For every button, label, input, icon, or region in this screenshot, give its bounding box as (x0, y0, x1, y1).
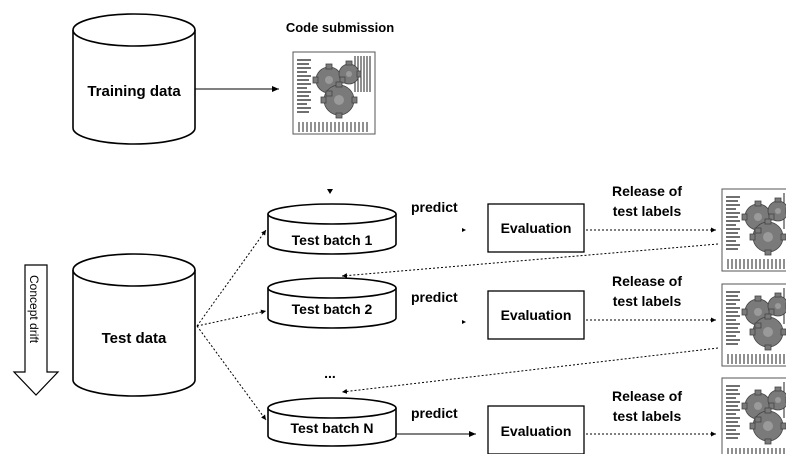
evaluation-box-1 (487, 203, 585, 253)
test-batch-n-label: Test batch N (291, 420, 374, 436)
fan-out-arrows (196, 229, 267, 421)
predict-label-1: predict (411, 199, 458, 215)
code-icon-2 (721, 283, 786, 367)
test-data-cylinder: Test data (72, 253, 196, 397)
feedback-arrow-2 (341, 347, 719, 394)
release-label-na: Release of (612, 388, 682, 404)
code-submission-icon (292, 51, 376, 135)
predict-arrow-1 (462, 228, 466, 232)
release-label-2b: test labels (613, 293, 682, 309)
evaluation-label-n: Evaluation (501, 423, 572, 439)
concept-drift-arrow: Concept drift (12, 264, 60, 396)
evaluation-box-n (487, 405, 585, 455)
concept-drift-label: Concept drift (27, 275, 41, 344)
code-icon-1 (721, 188, 786, 272)
code-submission-label: Code submission (286, 20, 394, 35)
test-batch-1: Test batch 1 (267, 203, 397, 255)
predict-label-n: predict (411, 405, 458, 421)
release-label-1a: Release of (612, 183, 682, 199)
test-batch-n: Test batch N (267, 397, 397, 447)
release-label-1b: test labels (613, 203, 682, 219)
predict-label-2: predict (411, 289, 458, 305)
release-label-2a: Release of (612, 273, 682, 289)
ellipsis: ... (324, 365, 336, 381)
evaluation-label-1: Evaluation (501, 220, 572, 236)
code-icon-n (721, 377, 786, 459)
test-batch-1-label: Test batch 1 (292, 232, 373, 248)
training-data-label: Training data (87, 83, 181, 100)
release-label-nb: test labels (613, 408, 682, 424)
feedback-arrow-1 (341, 243, 719, 279)
test-batch-2-label: Test batch 2 (292, 301, 373, 317)
evaluation-label-2: Evaluation (501, 307, 572, 323)
test-batch-2: Test batch 2 (267, 277, 397, 329)
predict-arrow-2 (462, 320, 466, 324)
top-marker (327, 189, 333, 194)
training-data-cylinder: Training data (72, 13, 196, 145)
evaluation-box-2 (487, 290, 585, 340)
test-data-label: Test data (102, 330, 167, 347)
